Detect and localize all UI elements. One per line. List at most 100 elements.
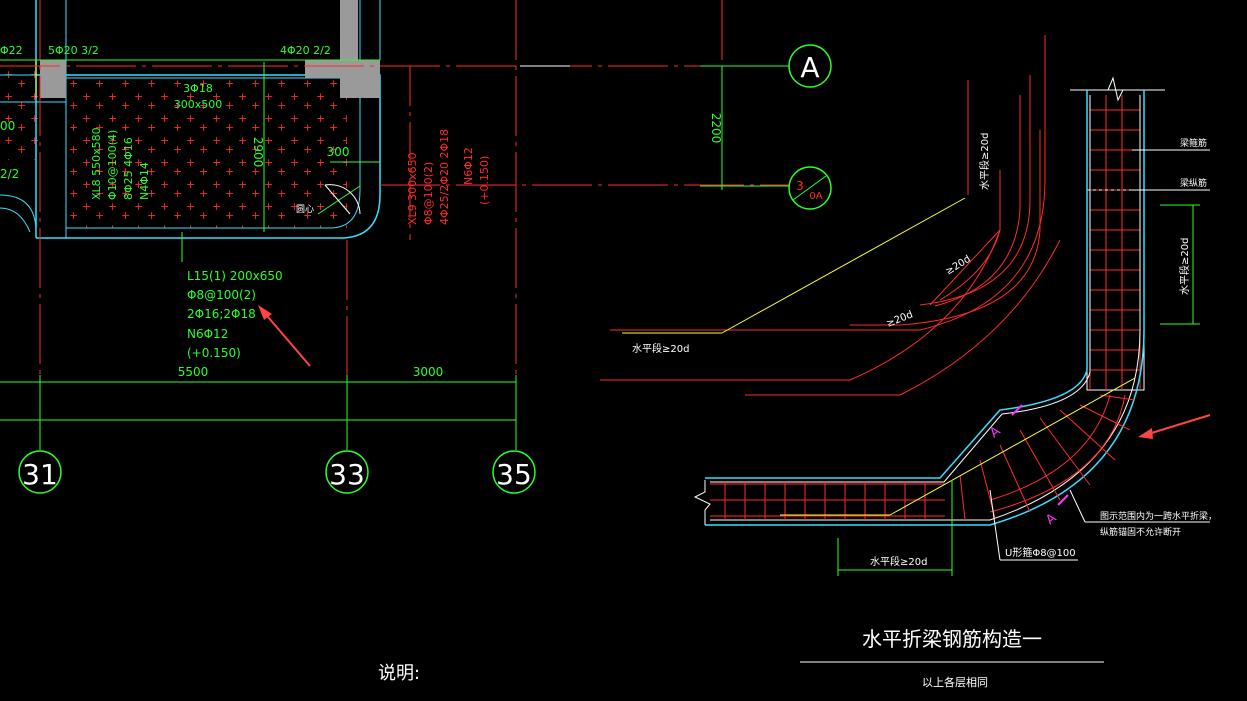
rebar-curve [850,130,1041,326]
label-20d-bottom: 水平段≥20d [870,555,927,568]
drawing-subtitle: 以上各层相同 [922,675,988,689]
grid-circle [492,450,536,494]
grid-circle [788,166,832,210]
rebar-curve [610,35,1046,331]
xl8-line2: Φ10@100(4) [106,130,119,200]
callout-arrowhead [258,305,272,320]
detail-view: 水平段≥20d ≥20d ≥20d 水平段≥20d 水平段≥20d 水平段≥20… [378,35,1217,689]
label-20d-right: 水平段≥20d [1178,238,1191,295]
label-20d-a: 水平段≥20d [632,342,689,355]
dim-300: 300 [327,145,350,159]
horizontal-beam-grid [710,482,945,520]
dim-5500: 5500 [178,365,209,379]
xl9-line2: Φ8@100(2) [422,162,435,225]
grid-circle [325,450,369,494]
grid-label-3: 3 [796,179,804,193]
left-arc [0,207,31,233]
plan-view: 31 33 35 A 3 0A 5500 3000 2900 2200 300 … [0,0,832,494]
grid-circle-divider [792,175,827,201]
slab-hatch [65,78,347,228]
grid-circle [18,450,62,494]
rebar-curve [600,229,1001,381]
frag-22: 2/2 [0,167,19,181]
dim-2900: 2900 [251,137,265,168]
leader-line [989,489,1001,561]
curved-beam-inner [705,90,1088,479]
section-mark [1011,404,1023,416]
explain-label: 说明: [378,663,420,684]
l15-line2: Φ8@100(2) [187,288,256,302]
note-right-1: 梁箍筋 [1180,137,1207,149]
xl8-line4: N4Φ14 [138,162,151,200]
callout-arrow [261,309,311,367]
vertical-beam [1070,76,1165,391]
left-arc [0,194,37,233]
beam-xl8-label: XL8 550x580 Φ10@100(4) 8Φ25 4Φ16 N4Φ14 [90,127,151,200]
note-bottom-2: 纵筋锚固不允许断开 [1100,526,1181,538]
xl9-line3: 4Φ25/2Φ20 2Φ18 [438,129,451,225]
callout-arrowhead [1138,428,1153,439]
label-20d-c: ≥20d [885,309,915,329]
l15-line4: N6Φ12 [187,327,228,341]
leader-line [317,185,361,215]
frag-00: 00 [0,119,15,133]
curved-beam-outer-white [710,95,1141,521]
stirrup-note: U形箍Φ8@100 [1005,546,1076,559]
callout-arrow [1144,414,1211,436]
break-mark [1107,76,1124,102]
grid-label-0a: 0A [809,191,822,202]
beam-xl9-label: XL9 300x650 Φ8@100(2) 4Φ25/2Φ20 2Φ18 N6Φ… [406,129,491,225]
label-a1-bottom: A [1043,511,1059,528]
note-bottom-1: 图示范围内为一跨水平折梁， [1100,510,1217,522]
slab-label-300x500: 300x500 [174,98,223,111]
column [305,60,340,78]
curved-beam-outer [705,90,1145,526]
rebar-curve [919,75,1031,306]
l15-line1: L15(1) 200x650 [187,269,283,283]
xl9-line4: N6Φ12 [462,147,475,185]
break-mark-left [693,480,711,525]
corner-arc [324,184,361,215]
curved-beam-grid [959,394,1136,521]
curved-beam-inner-white [710,95,1091,483]
slab-label-3phi18: 3Φ18 [183,82,213,95]
vertical-beam-body [1086,89,1145,391]
grid-label-33: 33 [329,458,365,491]
xl8-line3: 8Φ25 4Φ16 [122,137,135,200]
leader-line [1069,489,1086,523]
grid-label-31: 31 [22,458,58,491]
section-mark [1057,494,1069,506]
rebar-curve [939,170,1001,301]
slab-outline-inner [66,77,361,229]
label-20d-vert: 水平段≥20d [978,133,991,190]
xl9-line5: (+0.150) [478,156,491,205]
top-label-4phi20: 4Φ20 2/2 [280,44,331,57]
vertical-beam-grid [1089,95,1141,390]
slab-outline [36,74,381,239]
xl9-line1: XL9 300x650 [406,152,419,225]
dim-3000: 3000 [413,365,444,379]
l15-line3: 2Φ16;2Φ18 [187,307,256,321]
rebar-curve [745,239,1061,396]
note-right-2: 梁纵筋 [1180,177,1207,189]
beam-l15-label: L15(1) 200x650 Φ8@100(2) 2Φ16;2Φ18 N6Φ12… [187,269,283,360]
yellow-line [889,377,1136,516]
grid-label-35: 35 [496,458,532,491]
l15-line5: (+0.150) [187,346,241,360]
column [340,0,358,60]
grid-label-a: A [800,51,819,84]
corner-radius [324,184,351,215]
grid-circle [788,44,832,88]
corner-label: 圆心 [296,204,314,215]
yellow-line [721,197,966,334]
rebar-line [929,229,1001,306]
top-label-5phi20: 5Φ20 3/2 [48,44,99,57]
top-label-phi22: Φ22 [0,44,23,57]
dim-2200: 2200 [709,113,723,144]
label-a1-top: A [987,424,1003,441]
drawing-title: 水平折梁钢筋构造一 [862,627,1042,651]
slab-hatch-left [0,70,40,160]
rebar-curve [934,95,1021,307]
xl8-line1: XL8 550x580 [90,127,103,200]
